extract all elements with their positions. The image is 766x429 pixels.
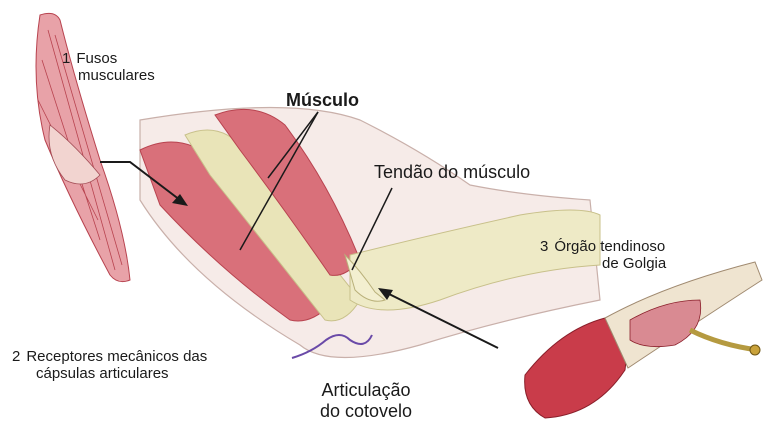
label-fusos-line2: musculares: [62, 67, 155, 84]
label-orgao-line1: Órgão tendinoso: [554, 238, 665, 255]
label-orgao-line2: de Golgia: [540, 255, 666, 272]
label-receptores-mecanicos: 2 Receptores mecânicos das cápsulas artic…: [12, 348, 207, 383]
label-receptores-line2: cápsulas articulares: [12, 365, 207, 382]
golgi-muscle-end: [525, 318, 626, 418]
label-articulacao-cotovelo: Articulação do cotovelo: [320, 380, 412, 421]
label-number-2: 2: [12, 348, 20, 365]
label-musculo: Músculo: [286, 90, 359, 111]
golgi-nerve-fiber: [690, 330, 758, 350]
label-fusos-musculares: 1 Fusos musculares: [62, 50, 155, 85]
label-orgao-tendinoso: 3 Órgão tendinoso de Golgia: [540, 238, 666, 273]
label-number-3: 3: [540, 238, 548, 255]
label-articulacao-line2: do cotovelo: [320, 401, 412, 422]
label-articulacao-line1: Articulação: [320, 380, 412, 401]
golgi-nerve-end: [750, 345, 760, 355]
label-number-1: 1: [62, 50, 70, 67]
label-fusos-line1: Fusos: [76, 50, 117, 67]
label-receptores-line1: Receptores mecânicos das: [26, 348, 207, 365]
label-tendao-do-musculo: Tendão do músculo: [374, 162, 530, 183]
